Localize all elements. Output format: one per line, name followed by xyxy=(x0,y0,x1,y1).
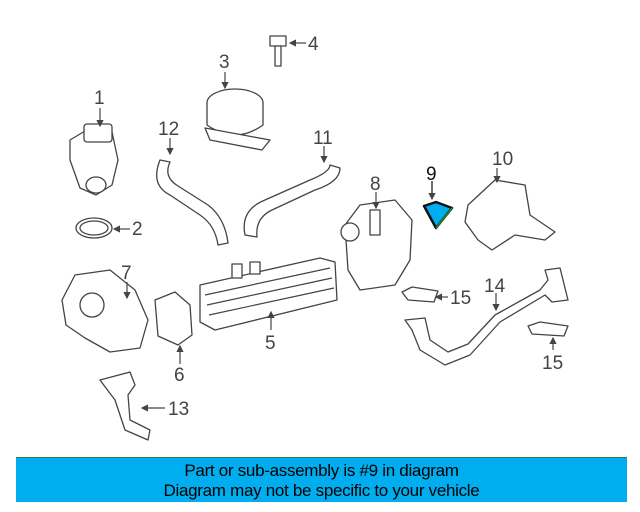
part-2-o-ring[interactable]: 2 xyxy=(75,217,143,240)
callout-9: 9 xyxy=(426,164,437,185)
callout-2: 2 xyxy=(132,219,143,240)
banner-line-2: Diagram may not be specific to your vehi… xyxy=(163,481,480,500)
part-14-pipe[interactable]: 14 xyxy=(404,267,569,366)
callout-6: 6 xyxy=(174,365,185,386)
callout-11: 11 xyxy=(313,128,333,149)
info-banner: Part or sub-assembly is #9 in diagram Di… xyxy=(16,457,627,502)
callout-14: 14 xyxy=(484,276,506,297)
callout-5: 5 xyxy=(265,333,276,354)
part-12-hose[interactable]: 12 xyxy=(156,119,229,246)
part-5-egr-cooler[interactable]: 5 xyxy=(199,257,338,354)
part-11-hose[interactable]: 11 xyxy=(243,128,341,238)
callout-7: 7 xyxy=(121,263,132,284)
part-15-gasket-lower[interactable]: 15 xyxy=(527,321,569,374)
part-4-bolt[interactable]: 4 xyxy=(269,34,319,67)
callout-12: 12 xyxy=(158,119,179,140)
part-3-valve[interactable]: 3 xyxy=(204,52,271,151)
callout-13: 13 xyxy=(168,399,189,420)
part-6-gasket[interactable]: 6 xyxy=(154,291,193,386)
callout-1: 1 xyxy=(94,88,105,109)
callout-10: 10 xyxy=(492,149,513,170)
callout-4: 4 xyxy=(308,34,319,55)
callout-15-lower: 15 xyxy=(542,353,563,374)
part-15-gasket-upper[interactable]: 15 xyxy=(401,286,471,309)
callout-15-upper: 15 xyxy=(450,288,471,309)
part-13-pipe[interactable]: 13 xyxy=(99,371,189,441)
part-1-pump[interactable]: 1 xyxy=(69,88,119,196)
part-10-bracket[interactable]: 10 xyxy=(464,149,556,251)
callout-3: 3 xyxy=(219,52,230,73)
part-9-gasket-highlighted[interactable]: 9 xyxy=(422,164,454,230)
callout-8: 8 xyxy=(370,174,381,195)
banner-line-1: Part or sub-assembly is #9 in diagram xyxy=(184,461,459,480)
part-8-valve-assembly[interactable]: 8 xyxy=(340,174,413,291)
part-7-egr-valve[interactable]: 7 xyxy=(61,263,149,353)
